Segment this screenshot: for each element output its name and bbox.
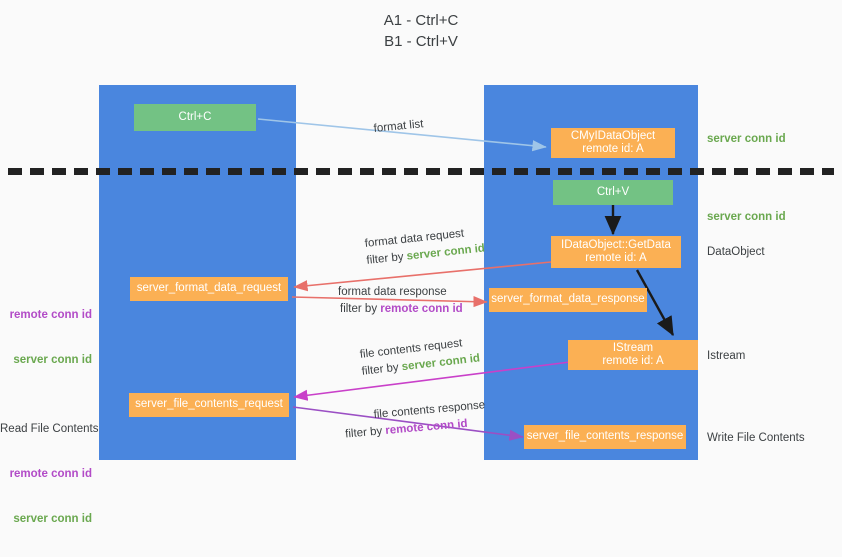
arrow-format-data-response xyxy=(291,296,488,308)
edge-label-format-data-response-line2: filter by remote conn id xyxy=(340,303,463,315)
diagram-canvas: A1 - Ctrl+C B1 - Ctrl+V A1 remote B1 con… xyxy=(0,12,834,525)
left-label-format-conn-group: remote conn id server conn id xyxy=(0,278,92,398)
box-server-format-data-request[interactable]: server_format_data_request xyxy=(130,277,288,301)
box-server-format-data-response[interactable]: server_format_data_response xyxy=(489,288,647,312)
box-idataobject-getdata[interactable]: IDataObject::GetData remote id: A xyxy=(551,236,681,268)
arrow-format-list xyxy=(257,118,547,152)
arrow-format-data-request xyxy=(293,261,552,292)
left-label-file-server-conn-id: server conn id xyxy=(13,513,92,525)
arrow-file-contents-request xyxy=(293,361,571,401)
box-ctrl-v[interactable]: Ctrl+V xyxy=(553,180,673,205)
right-label-istream: Istream xyxy=(707,350,746,362)
box-server-file-contents-response[interactable]: server_file_contents_response xyxy=(524,425,686,449)
right-label-server-conn-id-top: server conn id xyxy=(707,133,786,145)
edge-label-format-data-response: format data response filter by remote co… xyxy=(338,284,463,318)
left-label-format-server-conn-id: server conn id xyxy=(13,354,92,366)
box-server-file-contents-request[interactable]: server_file_contents_request xyxy=(129,393,289,417)
right-label-server-conn-id-second: server conn id xyxy=(707,211,786,223)
left-label-file-remote-conn-id: remote conn id xyxy=(9,468,92,480)
arrow-layer xyxy=(257,118,675,441)
box-ctrl-c[interactable]: Ctrl+C xyxy=(134,104,256,131)
box-istream[interactable]: IStream remote id: A xyxy=(568,340,698,370)
page-title: A1 - Ctrl+C B1 - Ctrl+V xyxy=(383,12,459,50)
left-label-read-file-contents: Read File Contents xyxy=(0,423,99,435)
right-label-write-file-contents: Write File Contents xyxy=(707,432,805,444)
right-label-dataobject: DataObject xyxy=(707,246,765,258)
left-label-read-file-contents-group: Read File Contents remote conn id server… xyxy=(0,392,99,557)
box-my-idataobject[interactable]: CMyIDataObject remote id: A xyxy=(551,128,675,158)
phase-separator-dashed-line xyxy=(8,168,834,175)
left-label-format-remote-conn-id: remote conn id xyxy=(9,309,92,321)
arrow-file-contents-response xyxy=(292,406,524,441)
token-remote-conn-id: remote conn id xyxy=(380,303,463,315)
edge-label-format-data-response-line1: format data response xyxy=(338,286,447,298)
arrow-getdata-to-istream xyxy=(635,269,675,337)
